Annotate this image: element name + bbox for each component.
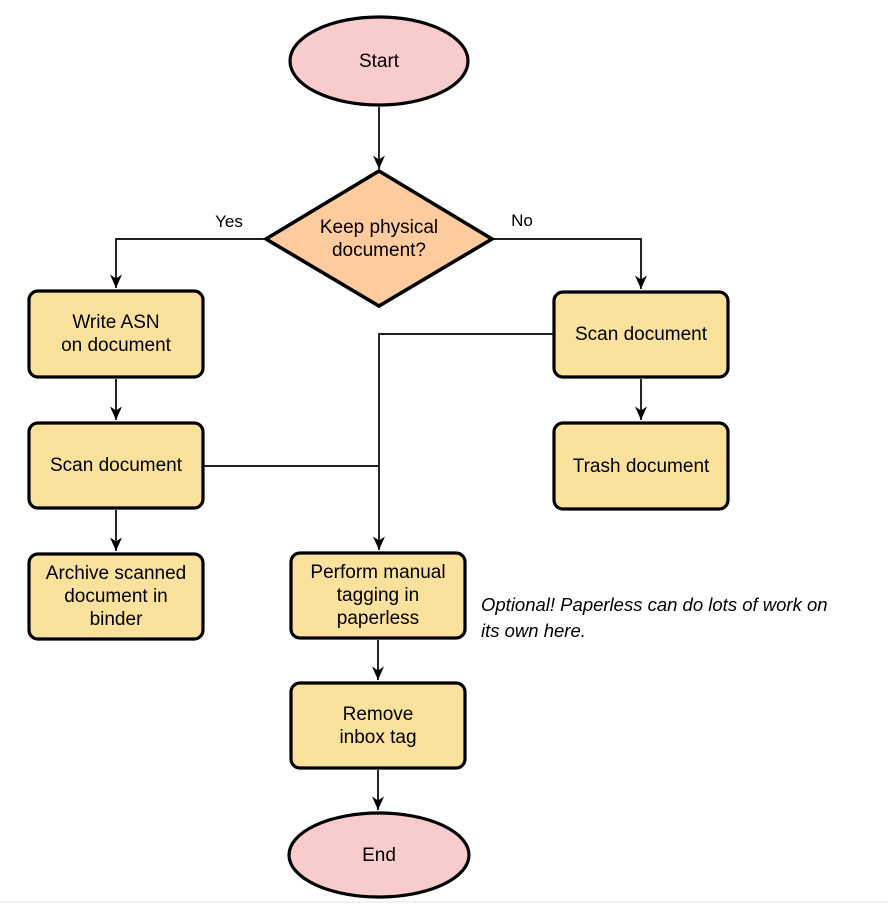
archive-process-shape — [27, 552, 205, 641]
decision-diamond-shape — [262, 168, 496, 309]
edge-decision-yes-to-write-asn — [110, 238, 266, 288]
remove-inbox-process-shape — [289, 681, 467, 770]
trash-process-shape — [552, 421, 730, 511]
write-asn-process-shape — [27, 289, 205, 379]
edge-scan-right-to-tagging — [373, 333, 553, 550]
scan-right-process-shape — [552, 290, 730, 379]
edge-decision-no-to-scan-right — [492, 238, 647, 289]
start-terminal-shape — [288, 15, 470, 107]
scan-left-process-shape — [27, 421, 205, 510]
end-terminal-shape — [287, 811, 471, 899]
page-bottom-divider — [0, 901, 888, 903]
tagging-process-shape — [289, 551, 467, 640]
